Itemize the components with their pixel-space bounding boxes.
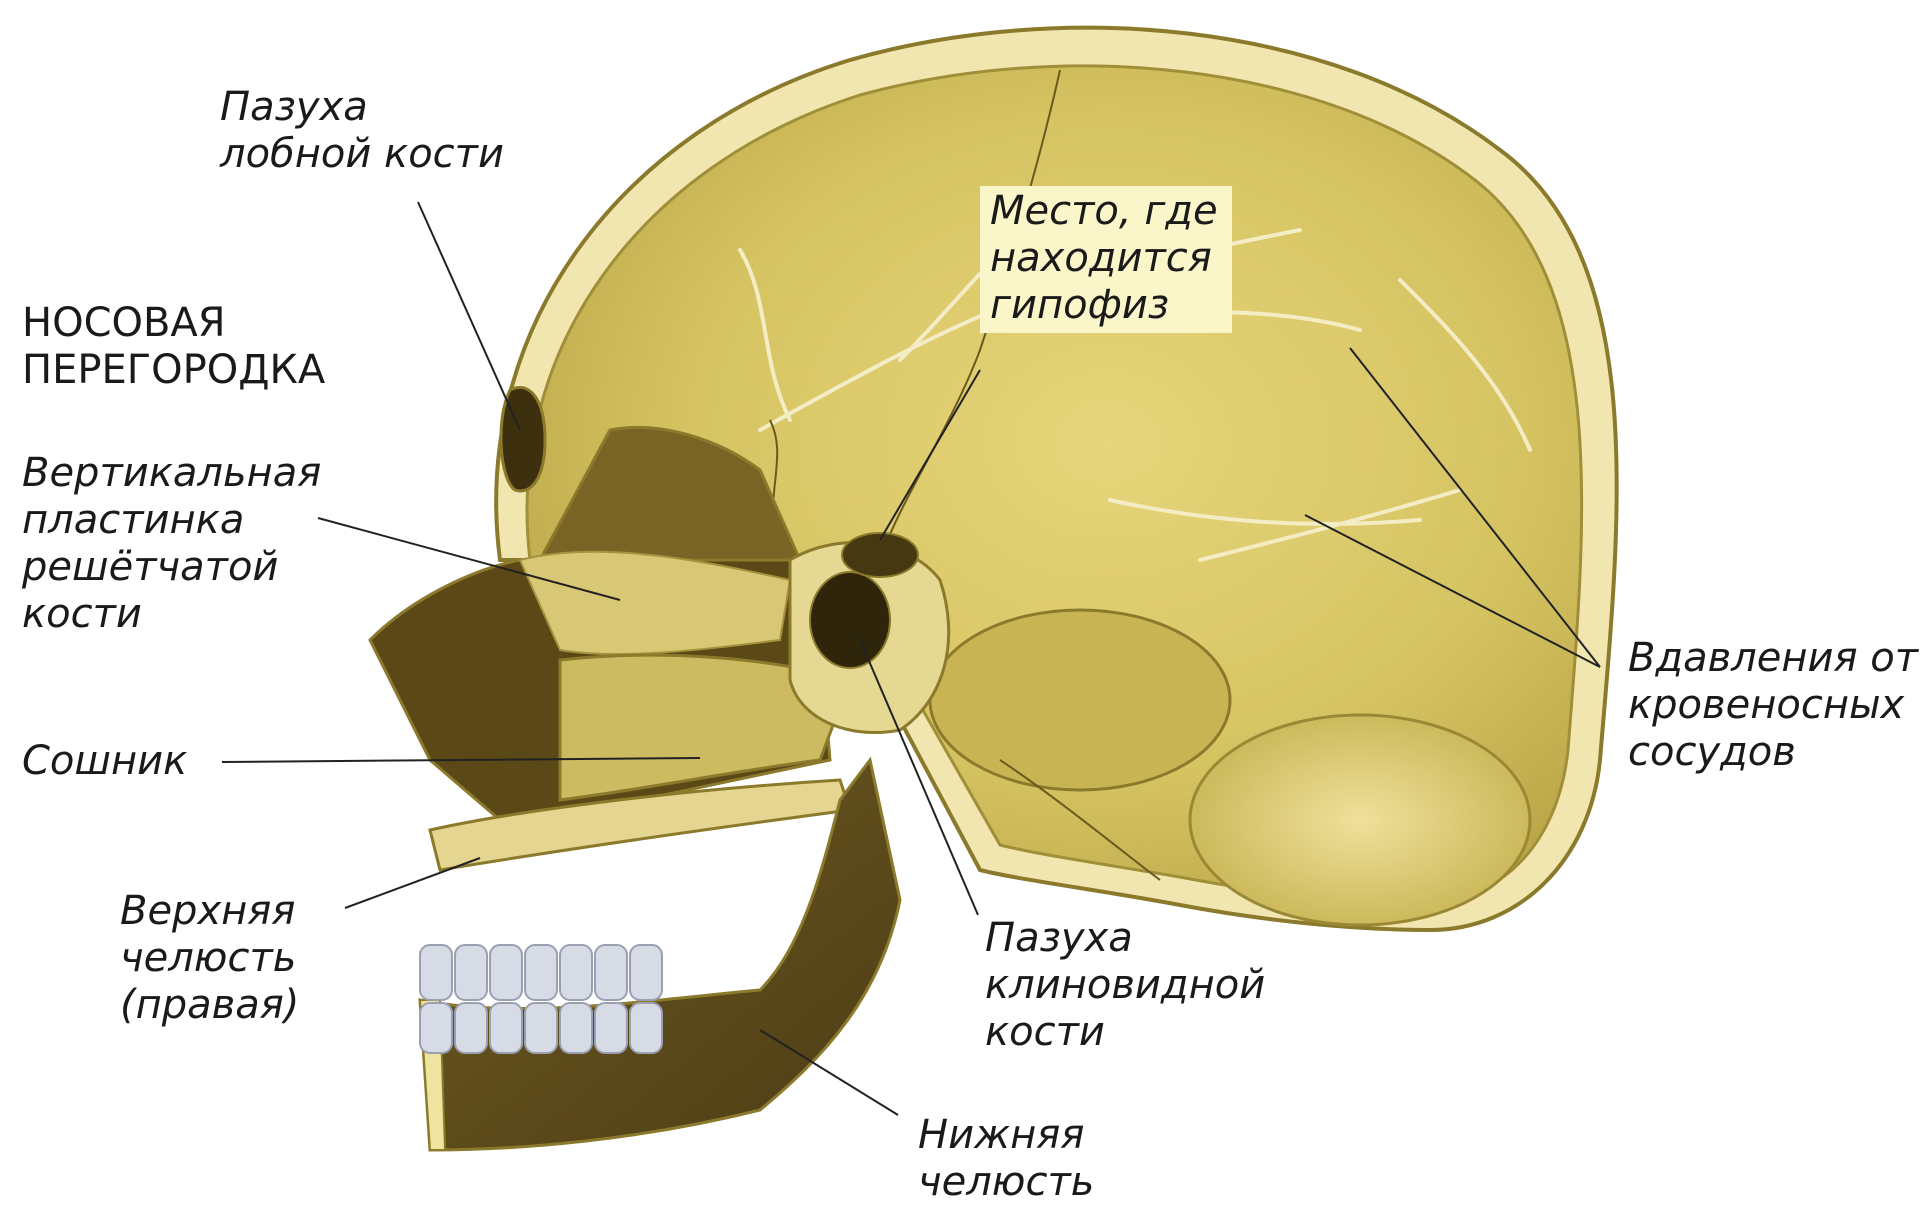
label-ethmoid-plate-line-4: кости <box>22 591 321 638</box>
sphenoid-sinus <box>810 572 890 668</box>
label-frontal-sinus-line-1: Пазуха <box>220 84 504 131</box>
label-vomer: Сошник <box>22 738 187 785</box>
label-vessel-impressions-line-3: сосудов <box>1628 729 1920 776</box>
label-maxilla-line-1: Верхняя <box>120 888 299 935</box>
label-sphenoid-sinus-line-3: кости <box>985 1009 1265 1056</box>
label-maxilla-line-3: (правая) <box>120 982 299 1029</box>
label-maxilla-line-2: челюсть <box>120 935 299 982</box>
leader-frontal-sinus <box>418 202 520 430</box>
middle-fossa <box>930 610 1230 790</box>
label-hypophysis: Место, где находится гипофиз <box>980 186 1232 333</box>
label-ethmoid-plate-line-1: Вертикальная <box>22 450 321 497</box>
label-ethmoid-plate: Вертикальная пластинка решётчатой кости <box>22 450 321 638</box>
label-maxilla: Верхняя челюсть (правая) <box>120 888 299 1029</box>
label-mandible: Нижняя челюсть <box>918 1112 1094 1206</box>
label-hypophysis-line-3: гипофиз <box>990 282 1218 329</box>
label-hypophysis-line-2: находится <box>990 235 1218 282</box>
label-nasal-septum-line-2: ПЕРЕГОРОДКА <box>22 347 325 394</box>
label-frontal-sinus: Пазуха лобной кости <box>220 84 504 178</box>
label-sphenoid-sinus: Пазуха клиновидной кости <box>985 915 1265 1056</box>
label-nasal-septum: НОСОВАЯ ПЕРЕГОРОДКА <box>22 300 325 394</box>
label-ethmoid-plate-line-2: пластинка <box>22 497 321 544</box>
label-vessel-impressions-line-2: кровеносных <box>1628 682 1920 729</box>
leader-maxilla <box>345 858 480 908</box>
label-ethmoid-plate-line-3: решётчатой <box>22 544 321 591</box>
posterior-fossa <box>1190 715 1530 925</box>
label-mandible-line-2: челюсть <box>918 1159 1094 1206</box>
label-vessel-impressions-line-1: Вдавления от <box>1628 635 1920 682</box>
label-frontal-sinus-line-2: лобной кости <box>220 131 504 178</box>
label-hypophysis-line-1: Место, где <box>990 188 1218 235</box>
label-vessel-impressions: Вдавления от кровеносных сосудов <box>1628 635 1920 776</box>
label-vomer-line-1: Сошник <box>22 738 187 785</box>
teeth <box>420 945 662 1053</box>
label-mandible-line-1: Нижняя <box>918 1112 1094 1159</box>
label-sphenoid-sinus-line-1: Пазуха <box>985 915 1265 962</box>
label-sphenoid-sinus-line-2: клиновидной <box>985 962 1265 1009</box>
label-nasal-septum-line-1: НОСОВАЯ <box>22 300 325 347</box>
